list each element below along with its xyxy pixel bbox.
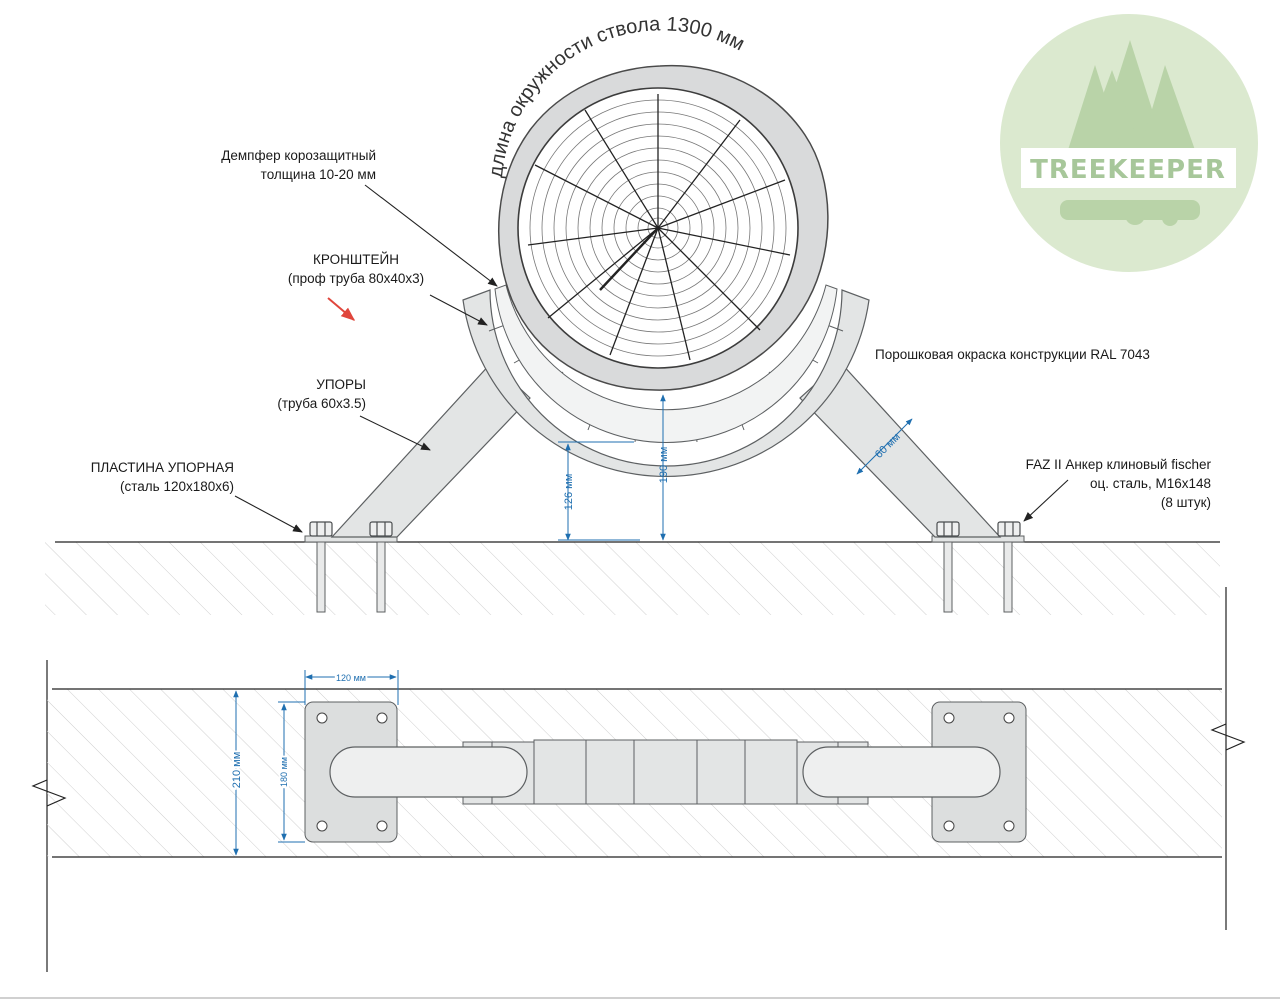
dim-126-label: 126 мм (563, 474, 575, 511)
bracket-label: КРОНШТЕЙН (проф труба 80х40х3) (276, 250, 436, 288)
ground-hatch (45, 542, 1220, 615)
bracket-label-line2: (проф труба 80х40х3) (287, 271, 425, 286)
damper-label: Демпфер корозащитный толщина 10-20 мм (150, 146, 376, 184)
damper-label-line1: Демпфер корозащитный (221, 148, 376, 163)
red-arrow (327, 297, 356, 321)
paint-label: Порошковая окраска конструкции RAL 7043 (875, 347, 1150, 362)
damper-strip (494, 284, 838, 443)
support-left (330, 361, 531, 538)
dim-120 (304, 670, 399, 705)
plate-label-line2: (сталь 120х180х6) (120, 479, 234, 494)
dim-180-label: 180 мм (279, 757, 289, 787)
plan-support-left (329, 746, 528, 798)
dim-60 (856, 418, 913, 475)
dim-180 (278, 701, 305, 843)
plate-label: ПЛАСТИНА УПОРНАЯ (сталь 120х180х6) (60, 458, 234, 496)
bracket-cradle (462, 289, 870, 478)
dim-126 (558, 441, 640, 541)
treekeeper-logo: TREEKEEPER (1000, 14, 1258, 272)
log-cross-section (498, 64, 829, 391)
plan-support-right (802, 746, 1001, 798)
anchor-label: FAZ II Анкер клиновый fischer оц. сталь,… (980, 455, 1211, 512)
dim-120-label: 120 мм (336, 673, 366, 683)
anchor-label-line2: оц. сталь, М16х148 (1090, 476, 1211, 491)
anchor-label-line1: FAZ II Анкер клиновый fischer (1025, 457, 1211, 472)
plate-label-line1: ПЛАСТИНА УПОРНАЯ (90, 460, 234, 475)
supports-label: УПОРЫ (труба 60х3.5) (200, 375, 366, 413)
supports-label-line1: УПОРЫ (316, 377, 366, 392)
dim-190-label: 190 мм (658, 447, 670, 484)
dim-210-label: 210 мм (231, 752, 243, 789)
nuts (309, 521, 1021, 537)
supports-label-line2: (труба 60х3.5) (277, 396, 366, 411)
break-right (1210, 723, 1246, 751)
bracket-label-line1: КРОНШТЕЙН (313, 252, 399, 267)
leader-lines (234, 184, 1069, 533)
anchor-label-line3: (8 штук) (1160, 495, 1211, 510)
damper-label-line2: толщина 10-20 мм (260, 167, 376, 182)
logo-text: TREEKEEPER (1030, 155, 1226, 185)
plan-bracket (462, 739, 869, 805)
break-left (31, 779, 67, 807)
